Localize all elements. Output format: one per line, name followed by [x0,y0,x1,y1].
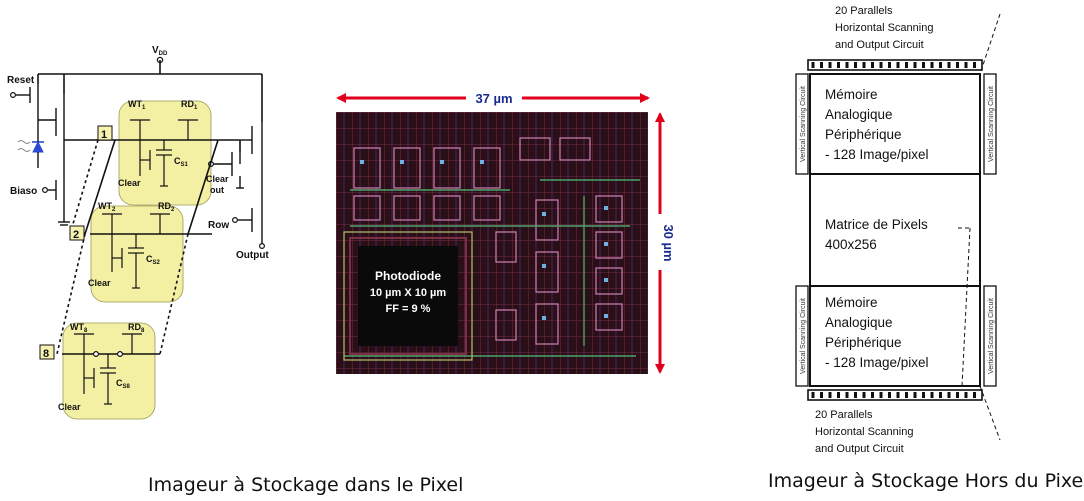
width-label-bg [466,88,522,108]
mem-bottom-line-1: Mémoire [825,295,878,310]
storage-highlights [62,100,212,420]
clear-out-label-2: out [210,185,224,195]
stage-8-clear-label: Clear [58,402,81,412]
mem-top-line-2: Analogique [825,107,893,122]
stage-8-circuit [74,333,142,405]
stage-buses [56,139,241,355]
mem-top-line-3: Périphérique [825,127,902,142]
clear-out-label-1: Clear [206,174,229,184]
sensor-outline [809,73,981,387]
reset-transistor [16,84,39,120]
svg-text:Vertical Scanning Circuit: Vertical Scanning Circuit [988,298,995,374]
photodiode-outer-ring [343,231,473,361]
projection-dashes [958,13,1001,441]
bottom-horizontal-scanner [807,389,983,401]
stage-2-cap-label: CS2 [146,254,161,266]
reset-input-node [10,91,17,98]
bias-input-node [41,187,48,194]
matrix-line-1: Matrice de Pixels [825,217,928,232]
stage-2-rd-label: RD2 [158,201,175,213]
vertical-scanner-left-bottom: Vertical Scanning Circuit [795,285,809,387]
stage-1-cap-label: CS1 [174,156,189,168]
vdd-node [156,56,164,64]
stage-1-wt-label: WT1 [128,99,146,111]
stage-1-circuit [130,119,198,187]
stage-2-circuit [102,213,170,289]
caption-in-pixel-storage: Imageur à Stockage dans le Pixel [148,474,464,496]
stage-1-index: 1 [101,129,107,141]
stage-2-wt-label: WT2 [98,201,116,213]
photodiode-symbol [17,120,44,168]
output-node [259,243,266,250]
height-label-bg [650,214,670,270]
top-hscan-line-2: Horizontal Scanning [835,22,933,34]
stage-8-node [92,351,99,358]
vertical-scanner-left-top: Vertical Scanning Circuit [795,73,809,175]
width-label: 37 µm [475,91,512,106]
stage-2-index-box [69,225,85,241]
pixel-circuit-schematic: VDD Reset [7,45,269,420]
layout-transistor-blocks [353,137,623,345]
stage-1-clear-label: Clear [118,178,141,188]
svg-text:Vertical Scanning Circuit: Vertical Scanning Circuit [800,86,807,162]
bottom-hscan-line-3: and Output Circuit [815,443,904,455]
vdd-label: VDD [152,45,168,57]
stage-8-index-box [39,344,55,360]
svg-text:Vertical Scanning Circuit: Vertical Scanning Circuit [800,298,807,374]
stage-8-index: 8 [43,348,49,360]
mem-bottom-line-3: Périphérique [825,335,902,350]
output-label: Output [236,250,269,261]
vertical-scanner-right-bottom: Vertical Scanning Circuit [983,285,997,387]
row-node [232,217,239,224]
stage-8-rd-label: RD8 [128,322,145,334]
photodiode-region [358,246,458,346]
mem-bottom-line-4: - 128 Image/pixel [825,355,929,370]
stage-8-cap-label: CS8 [116,378,131,390]
reset-label: Reset [7,75,35,86]
source-follower [38,94,120,178]
fill-factor: FF = 9 % [386,303,431,315]
top-hscan-line-1: 20 Parallels [835,5,893,17]
bias-transistor [48,178,70,226]
photodiode-size: 10 µm X 10 µm [370,287,446,299]
stage-1-index-box [97,125,113,141]
stage-1-highlight [118,100,212,206]
photodiode-label: Photodiode [375,269,441,283]
top-hscan-line-3: and Output Circuit [835,39,924,51]
output-stage [214,122,263,244]
height-label: 30 µm [661,224,676,261]
svg-text:Vertical Scanning Circuit: Vertical Scanning Circuit [988,86,995,162]
pixel-layout-micrograph: 37 µm 30 µm [336,88,676,374]
mem-top-line-1: Mémoire [825,87,878,102]
caption-off-pixel-storage: Imageur à Stockage Hors du Pixel [768,470,1084,492]
stage-2-index: 2 [73,229,79,241]
bottom-hscan-line-1: 20 Parallels [815,409,873,421]
bottom-hscan-line-2: Horizontal Scanning [815,426,913,438]
layout-contacts [360,160,608,320]
biaso-label: Biaso [10,186,37,197]
row-label: Row [208,220,229,231]
stage-1-rd-label: RD1 [181,99,198,111]
vertical-scanner-right-top: Vertical Scanning Circuit [983,73,997,175]
sensor-architecture-diagram: 20 Parallels Horizontal Scanning and Out… [795,5,1001,455]
mem-top-line-4: - 128 Image/pixel [825,147,929,162]
clear-out-node [208,161,215,168]
matrix-line-2: 400x256 [825,237,877,252]
stage-2-clear-label: Clear [88,278,111,288]
stage-8-node-2 [116,351,123,358]
mem-bottom-line-2: Analogique [825,315,893,330]
stage-8-wt-label: WT8 [70,322,88,334]
layout-poly-lines [344,179,640,357]
top-horizontal-scanner [807,59,983,71]
photodiode-guard [349,237,467,355]
